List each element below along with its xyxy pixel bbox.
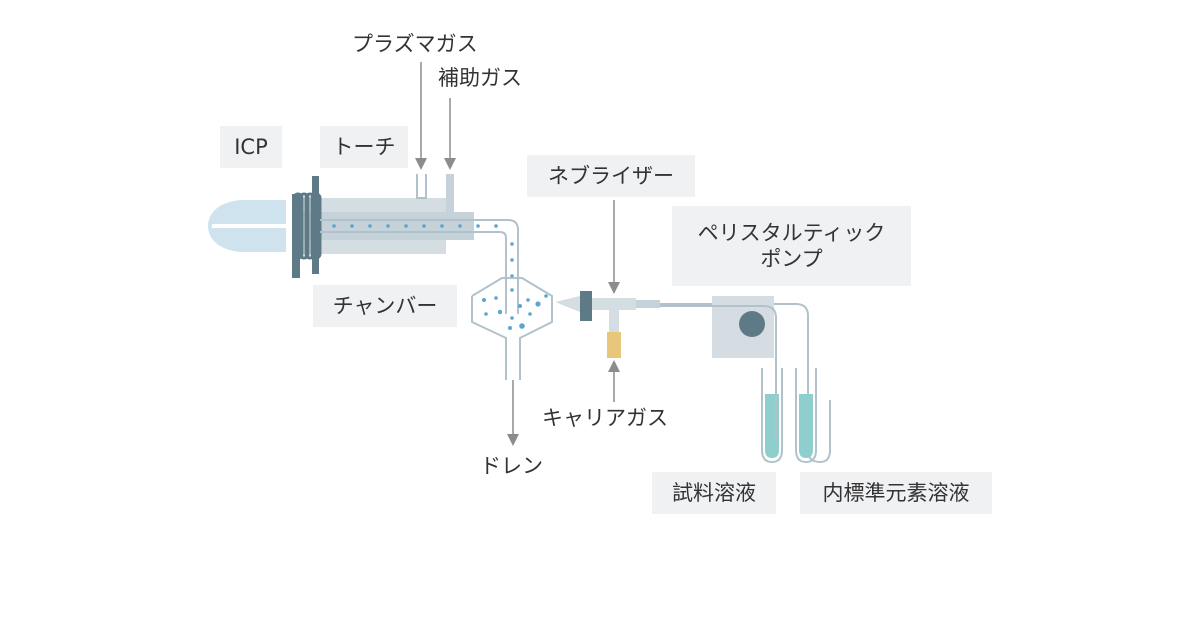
internal-standard-solution-label: 内標準元素溶液 (800, 472, 992, 514)
coil-turn-3 (304, 192, 316, 260)
chamber-label: チャンバー (313, 285, 457, 327)
carrier-gas-connector (607, 332, 621, 358)
sample-solution-label: 試料溶液 (652, 472, 776, 514)
sample-line-pump (660, 305, 777, 368)
coil-turn-2 (298, 192, 310, 260)
peristaltic-pump-label: ペリスタルティック ポンプ (672, 206, 911, 286)
plasma-gas-label: プラズマガス (352, 32, 478, 56)
nebulizer-clamp (580, 291, 592, 321)
carrier-gas-label: キャリアガス (542, 406, 668, 430)
nebulizer-body (592, 298, 636, 310)
peristaltic-pump-label-line1: ペリスタルティック (697, 220, 886, 245)
coil-post-left (292, 258, 300, 278)
pump-roller (739, 311, 765, 337)
plasma-gas-inlet (416, 174, 427, 199)
sample-solution-label-text: 試料溶液 (672, 480, 756, 505)
nebulizer-tip (555, 296, 580, 312)
carrier-gas-stem (609, 310, 619, 332)
coil-turn-4 (310, 192, 322, 260)
internal-standard-solution-fill (799, 394, 813, 458)
nebulizer-label: ネブライザー (527, 155, 695, 197)
nebulizer-end (636, 300, 660, 308)
icp-label-text: ICP (234, 134, 268, 159)
auxiliary-gas-label: 補助ガス (438, 66, 522, 90)
aerosol-droplets-tube (332, 224, 514, 292)
aerosol-transfer-tube (320, 219, 519, 314)
auxiliary-gas-inlet (446, 174, 454, 212)
internal-standard-tube (795, 368, 817, 464)
nebulizer-label-text: ネブライザー (548, 163, 674, 188)
peristaltic-pump-label-line2: ポンプ (760, 247, 823, 271)
sample-line-outer (660, 303, 831, 464)
coil-bar (292, 194, 300, 258)
torch-label: トーチ (320, 126, 408, 168)
chamber-label-text: チャンバー (332, 293, 438, 318)
coil-turn-1 (292, 192, 304, 260)
aerosol-droplets-chamber (482, 294, 548, 330)
drain-label: ドレン (480, 454, 543, 478)
torch-label-text: トーチ (332, 134, 396, 159)
spray-chamber (471, 277, 553, 380)
sample-tube (761, 368, 783, 464)
icp-label: ICP (220, 126, 282, 168)
internal-standard-solution-label-text: 内標準元素溶液 (822, 480, 970, 505)
